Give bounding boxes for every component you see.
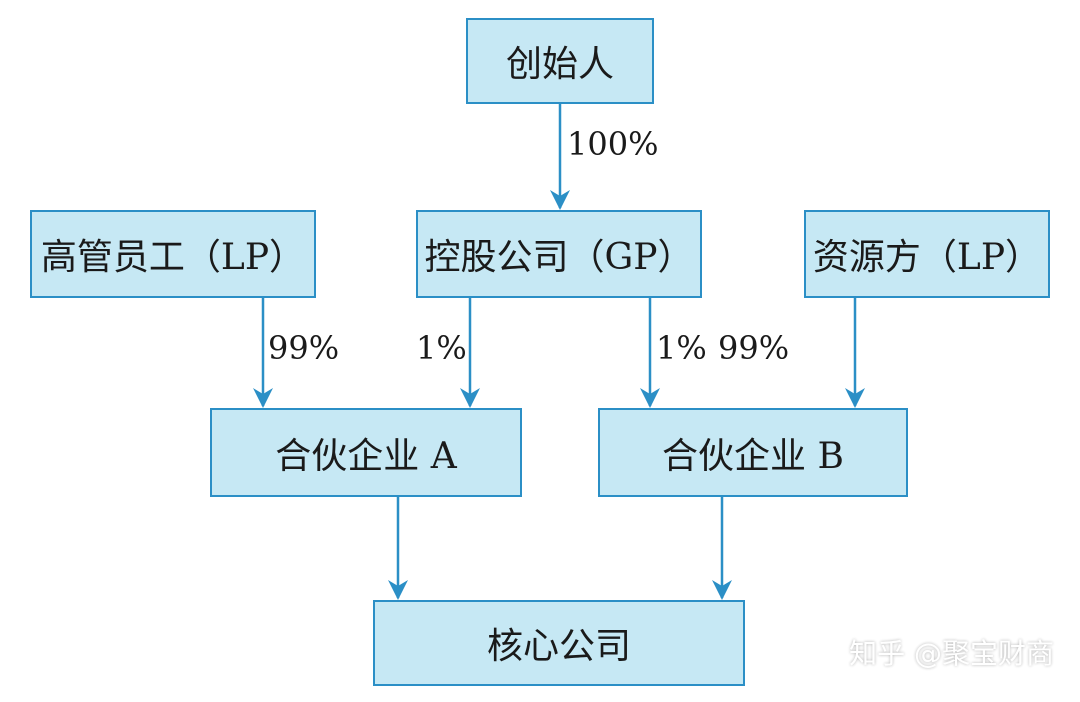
- label-executives-a: 99%: [268, 329, 340, 367]
- node-core-company: 核心公司: [373, 600, 745, 686]
- node-executives: 高管员工（LP）: [30, 210, 316, 298]
- node-partnership-b: 合伙企业 B: [598, 408, 908, 497]
- label-founder-holding: 100%: [567, 125, 659, 163]
- label-holding-a: 1%: [416, 329, 467, 367]
- label-resource-b: 99%: [718, 329, 790, 367]
- node-resource-provider: 资源方（LP）: [804, 210, 1050, 298]
- label-holding-b: 1%: [656, 329, 707, 367]
- node-founder: 创始人: [466, 18, 654, 104]
- watermark: 知乎 @聚宝财商: [849, 637, 1054, 670]
- node-holding-company: 控股公司（GP）: [416, 210, 702, 298]
- node-partnership-a: 合伙企业 A: [210, 408, 522, 497]
